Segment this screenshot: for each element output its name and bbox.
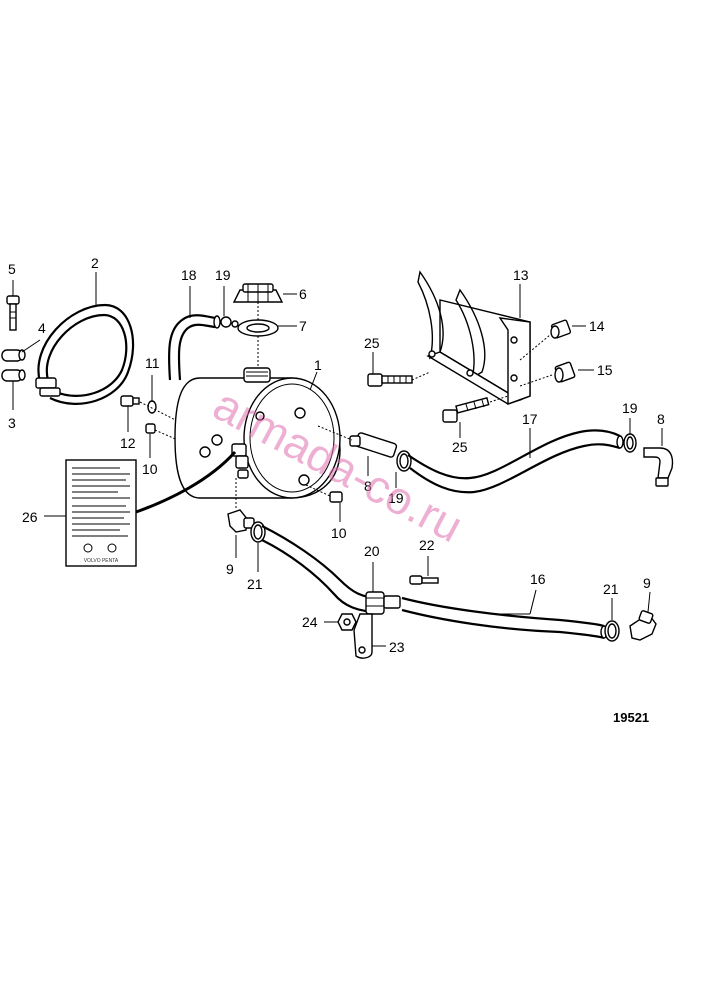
part-clamp-band-2 [35,303,135,405]
part-fuel-hose-17 [407,429,624,494]
part-washer-11 [147,400,157,414]
callout-25-top: 25 [364,335,380,351]
callout-25-bottom: 25 [452,439,468,455]
callout-19-right: 19 [622,400,638,416]
callout-12: 12 [120,435,136,451]
callout-20: 20 [364,543,380,559]
callout-13: 13 [513,267,529,283]
callout-9-left: 9 [226,561,234,577]
callout-10-left: 10 [142,461,158,477]
part-spacer-15 [554,361,576,383]
callout-5: 5 [8,261,16,277]
callout-21-left: 21 [247,576,263,592]
callout-21-right: 21 [603,581,619,597]
part-elbow-8-right [643,447,674,487]
part-sleeve-4 [1,349,26,362]
callout-18: 18 [181,267,197,283]
part-breather-hose-18 [167,314,221,381]
part-plug-10-left [145,423,156,434]
part-seal-ring-7 [237,319,279,337]
callout-8-center: 8 [364,478,372,494]
callout-6: 6 [299,286,307,302]
callout-15: 15 [597,362,613,378]
callout-11: 11 [145,355,160,371]
part-elbow-9-right [629,610,657,641]
callout-10-center: 10 [331,525,347,541]
part-fuel-hose-lower-left [261,525,381,614]
callout-2: 2 [91,255,99,271]
callout-19-top: 19 [215,267,231,283]
part-screw-25-top [367,373,413,387]
part-bracket-23 [353,613,373,659]
callout-7: 7 [299,318,307,334]
callout-26: 26 [22,509,38,525]
part-clip-19-right [623,433,637,453]
part-instruction-label-26: VOLVO PENTA [65,459,137,567]
callout-9-right: 9 [643,575,651,591]
part-fuel-hose-16 [401,596,608,640]
callout-3: 3 [8,415,16,431]
part-clip-21-left [250,521,266,543]
callout-4: 4 [38,320,46,336]
part-filler-cap-6 [232,283,284,303]
callout-8-right: 8 [657,411,665,427]
callout-17: 17 [522,411,538,427]
part-plug-10-center [329,491,343,503]
part-sleeve-3 [1,369,26,382]
callout-23: 23 [389,639,405,655]
callout-14: 14 [589,318,605,334]
part-joint-20 [365,591,401,615]
part-nipple-8-center [349,432,398,458]
callout-16: 16 [530,571,546,587]
callout-24: 24 [302,614,318,630]
part-spacer-14 [550,319,572,339]
part-bracket-13 [417,270,531,405]
part-bolt-5 [6,295,20,331]
part-screw-22 [409,575,439,585]
part-elbow-9-left [227,509,255,533]
part-nut-24 [337,613,357,631]
figure-number: 19521 [613,710,649,725]
callout-22: 22 [419,537,435,553]
callout-19-center: 19 [388,490,404,506]
part-clip-19-center [396,450,412,472]
part-plug-12 [120,395,140,407]
label-brand-text: VOLVO PENTA [84,558,119,564]
part-screw-25-bottom [442,396,490,423]
part-clip-19-top [220,316,239,328]
part-clip-21-right [604,620,620,642]
callout-1: 1 [314,357,322,373]
